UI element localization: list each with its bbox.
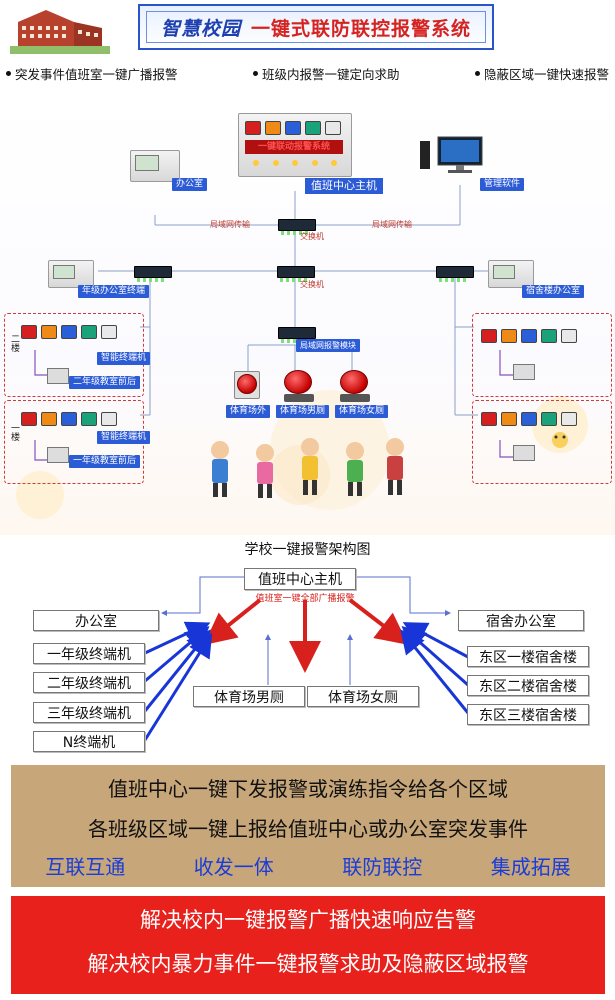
switch-mid xyxy=(277,266,315,282)
arch-caption: 学校一键报警架构图 xyxy=(244,542,371,558)
solution-line-2: 解决校内暴力事件一键报警求助及隐蔽区域报警 xyxy=(87,952,529,976)
io-module-label: 局域网报警模块 xyxy=(296,339,360,352)
smart-terminal-label: 智能终端机 xyxy=(97,352,151,365)
arch-left-box: N终端机 xyxy=(33,731,145,752)
arch-broadcast-text: 值班室一键全部广播报警 xyxy=(255,594,355,604)
stadium-male-label: 体育场男厕 xyxy=(276,405,330,418)
alarm-key-white xyxy=(325,121,341,135)
switch-top xyxy=(278,219,316,235)
grade1-panel-label: 一年级教室前后 xyxy=(69,455,141,468)
floor1-label: 一楼 xyxy=(9,423,19,441)
arch-left-box: 一年级终端机 xyxy=(33,643,145,664)
highlight-item: 互联互通 xyxy=(45,855,126,879)
lan-left-label: 局域网传输 xyxy=(210,220,250,229)
arch-mid-box: 体育场女厕 xyxy=(307,686,419,707)
smart-terminal-label: 智能终端机 xyxy=(97,431,151,444)
highlight-item: 收发一体 xyxy=(193,855,274,879)
host-label: 值班中心主机 xyxy=(305,178,383,194)
arch-left-box: 办公室 xyxy=(33,610,159,631)
alarm-key-blue xyxy=(285,121,301,135)
grade2-panel-label: 二年级教室前后 xyxy=(69,376,141,389)
dorm-office-terminal xyxy=(488,260,534,288)
computer-icon xyxy=(420,136,483,173)
stadium-outdoor-label: 体育场外 xyxy=(226,405,271,418)
alarm-key-orange xyxy=(265,121,281,135)
bullet-icon xyxy=(474,70,480,76)
panel-indicator-lights xyxy=(253,160,337,168)
highlight-item: 联防联控 xyxy=(342,855,423,879)
arch-right-box: 东区二楼宿舍楼 xyxy=(467,675,589,696)
floor1-right-area xyxy=(472,400,612,484)
grade-office-label: 年级办公室终端 xyxy=(78,285,150,298)
title-frame: 智慧校园 一键式联防联控报警系统 xyxy=(138,4,494,50)
feature-tag: 隐蔽区域一键快速报警 xyxy=(474,64,609,82)
arch-host-box: 值班中心主机 xyxy=(244,568,356,590)
solution-panel: 解决校内一键报警广播快速响应告警 解决校内暴力事件一键报警求助及隐蔽区域报警 xyxy=(11,896,605,994)
header: 智慧校园 一键式联防联控报警系统 突发事件值班室一键广播报警 班级内报警一键定向… xyxy=(0,0,615,82)
office-label: 办公室 xyxy=(172,178,208,191)
title-brand: 智慧校园 xyxy=(160,17,241,40)
arch-arrows xyxy=(143,576,470,741)
office-terminal-device xyxy=(130,150,180,182)
feature-tags: 突发事件值班室一键广播报警 班级内报警一键定向求助 隐蔽区域一键快速报警 xyxy=(0,64,615,82)
arch-left-box: 三年级终端机 xyxy=(33,702,145,723)
lan-right-label: 局域网传输 xyxy=(372,220,412,229)
panel-line-1: 值班中心一键下发报警或演练指令给各个区域 xyxy=(108,777,508,801)
dorm-office-label: 宿舍楼办公室 xyxy=(522,285,585,298)
stadium-outdoor-button xyxy=(234,371,260,399)
panel-title-display: 一键联动报警系统 xyxy=(245,140,343,154)
bullet-icon xyxy=(252,70,258,76)
feature-panel: 值班中心一键下发报警或演练指令给各个区域 各班级区域一键上报给值班中心或办公室突… xyxy=(11,765,605,887)
arch-right-box: 东区一楼宿舍楼 xyxy=(467,646,589,667)
stadium-male-button xyxy=(284,370,314,402)
switch-left xyxy=(134,266,172,282)
architecture-diagram: 学校一键报警架构图 值班中心主机 xyxy=(0,535,615,760)
network-diagram: 一键联动报警系统 值班中心主机 办公室 管理软件 交换机 局域网传输 局域网传输… xyxy=(0,95,615,535)
floor2-left-area: 二楼 智能终端机 二年级教室前后 xyxy=(4,313,151,397)
arch-right-box: 东区三楼宿舍楼 xyxy=(467,704,589,725)
bullet-icon xyxy=(6,70,11,76)
software-label: 管理软件 xyxy=(480,178,525,191)
highlight-item: 集成拓展 xyxy=(490,855,571,879)
connection-lines xyxy=(16,185,588,519)
switch-right xyxy=(436,266,474,282)
arch-mid-box: 体育场男厕 xyxy=(193,686,305,707)
solution-line-1: 解决校内一键报警广播快速响应告警 xyxy=(140,908,476,932)
arch-left-box: 二年级终端机 xyxy=(33,672,145,693)
arch-right-box: 宿舍办公室 xyxy=(458,610,584,631)
highlight-row: 互联互通 收发一体 联防联控 集成拓展 xyxy=(11,851,605,880)
panic-button-device xyxy=(47,368,69,384)
floor1-left-area: 一楼 智能终端机 一年级教室前后 xyxy=(4,400,151,484)
grade-office-terminal xyxy=(48,260,94,288)
page-title: 一键式联防联控报警系统 xyxy=(251,17,472,40)
floor2-right-area xyxy=(472,313,612,397)
floor2-label: 二楼 xyxy=(9,334,19,352)
stadium-female-button xyxy=(340,370,370,402)
kids-illustration xyxy=(211,432,568,498)
alarm-key-red xyxy=(245,121,261,135)
main-alarm-panel: 一键联动报警系统 xyxy=(238,113,352,177)
alarm-key-green xyxy=(305,121,321,135)
stadium-female-label: 体育场女厕 xyxy=(335,405,389,418)
switch-mid-label: 交换机 xyxy=(300,280,324,289)
feature-tag: 班级内报警一键定向求助 xyxy=(252,64,400,82)
panic-button-device xyxy=(47,447,69,463)
panic-button-device xyxy=(513,364,535,380)
school-building-image xyxy=(10,6,110,54)
switch-top-label: 交换机 xyxy=(300,232,324,241)
feature-tag: 突发事件值班室一键广播报警 xyxy=(6,64,178,82)
panel-line-2: 各班级区域一键上报给值班中心或办公室突发事件 xyxy=(88,817,528,841)
io-module xyxy=(278,327,316,343)
panic-button-device xyxy=(513,445,535,461)
